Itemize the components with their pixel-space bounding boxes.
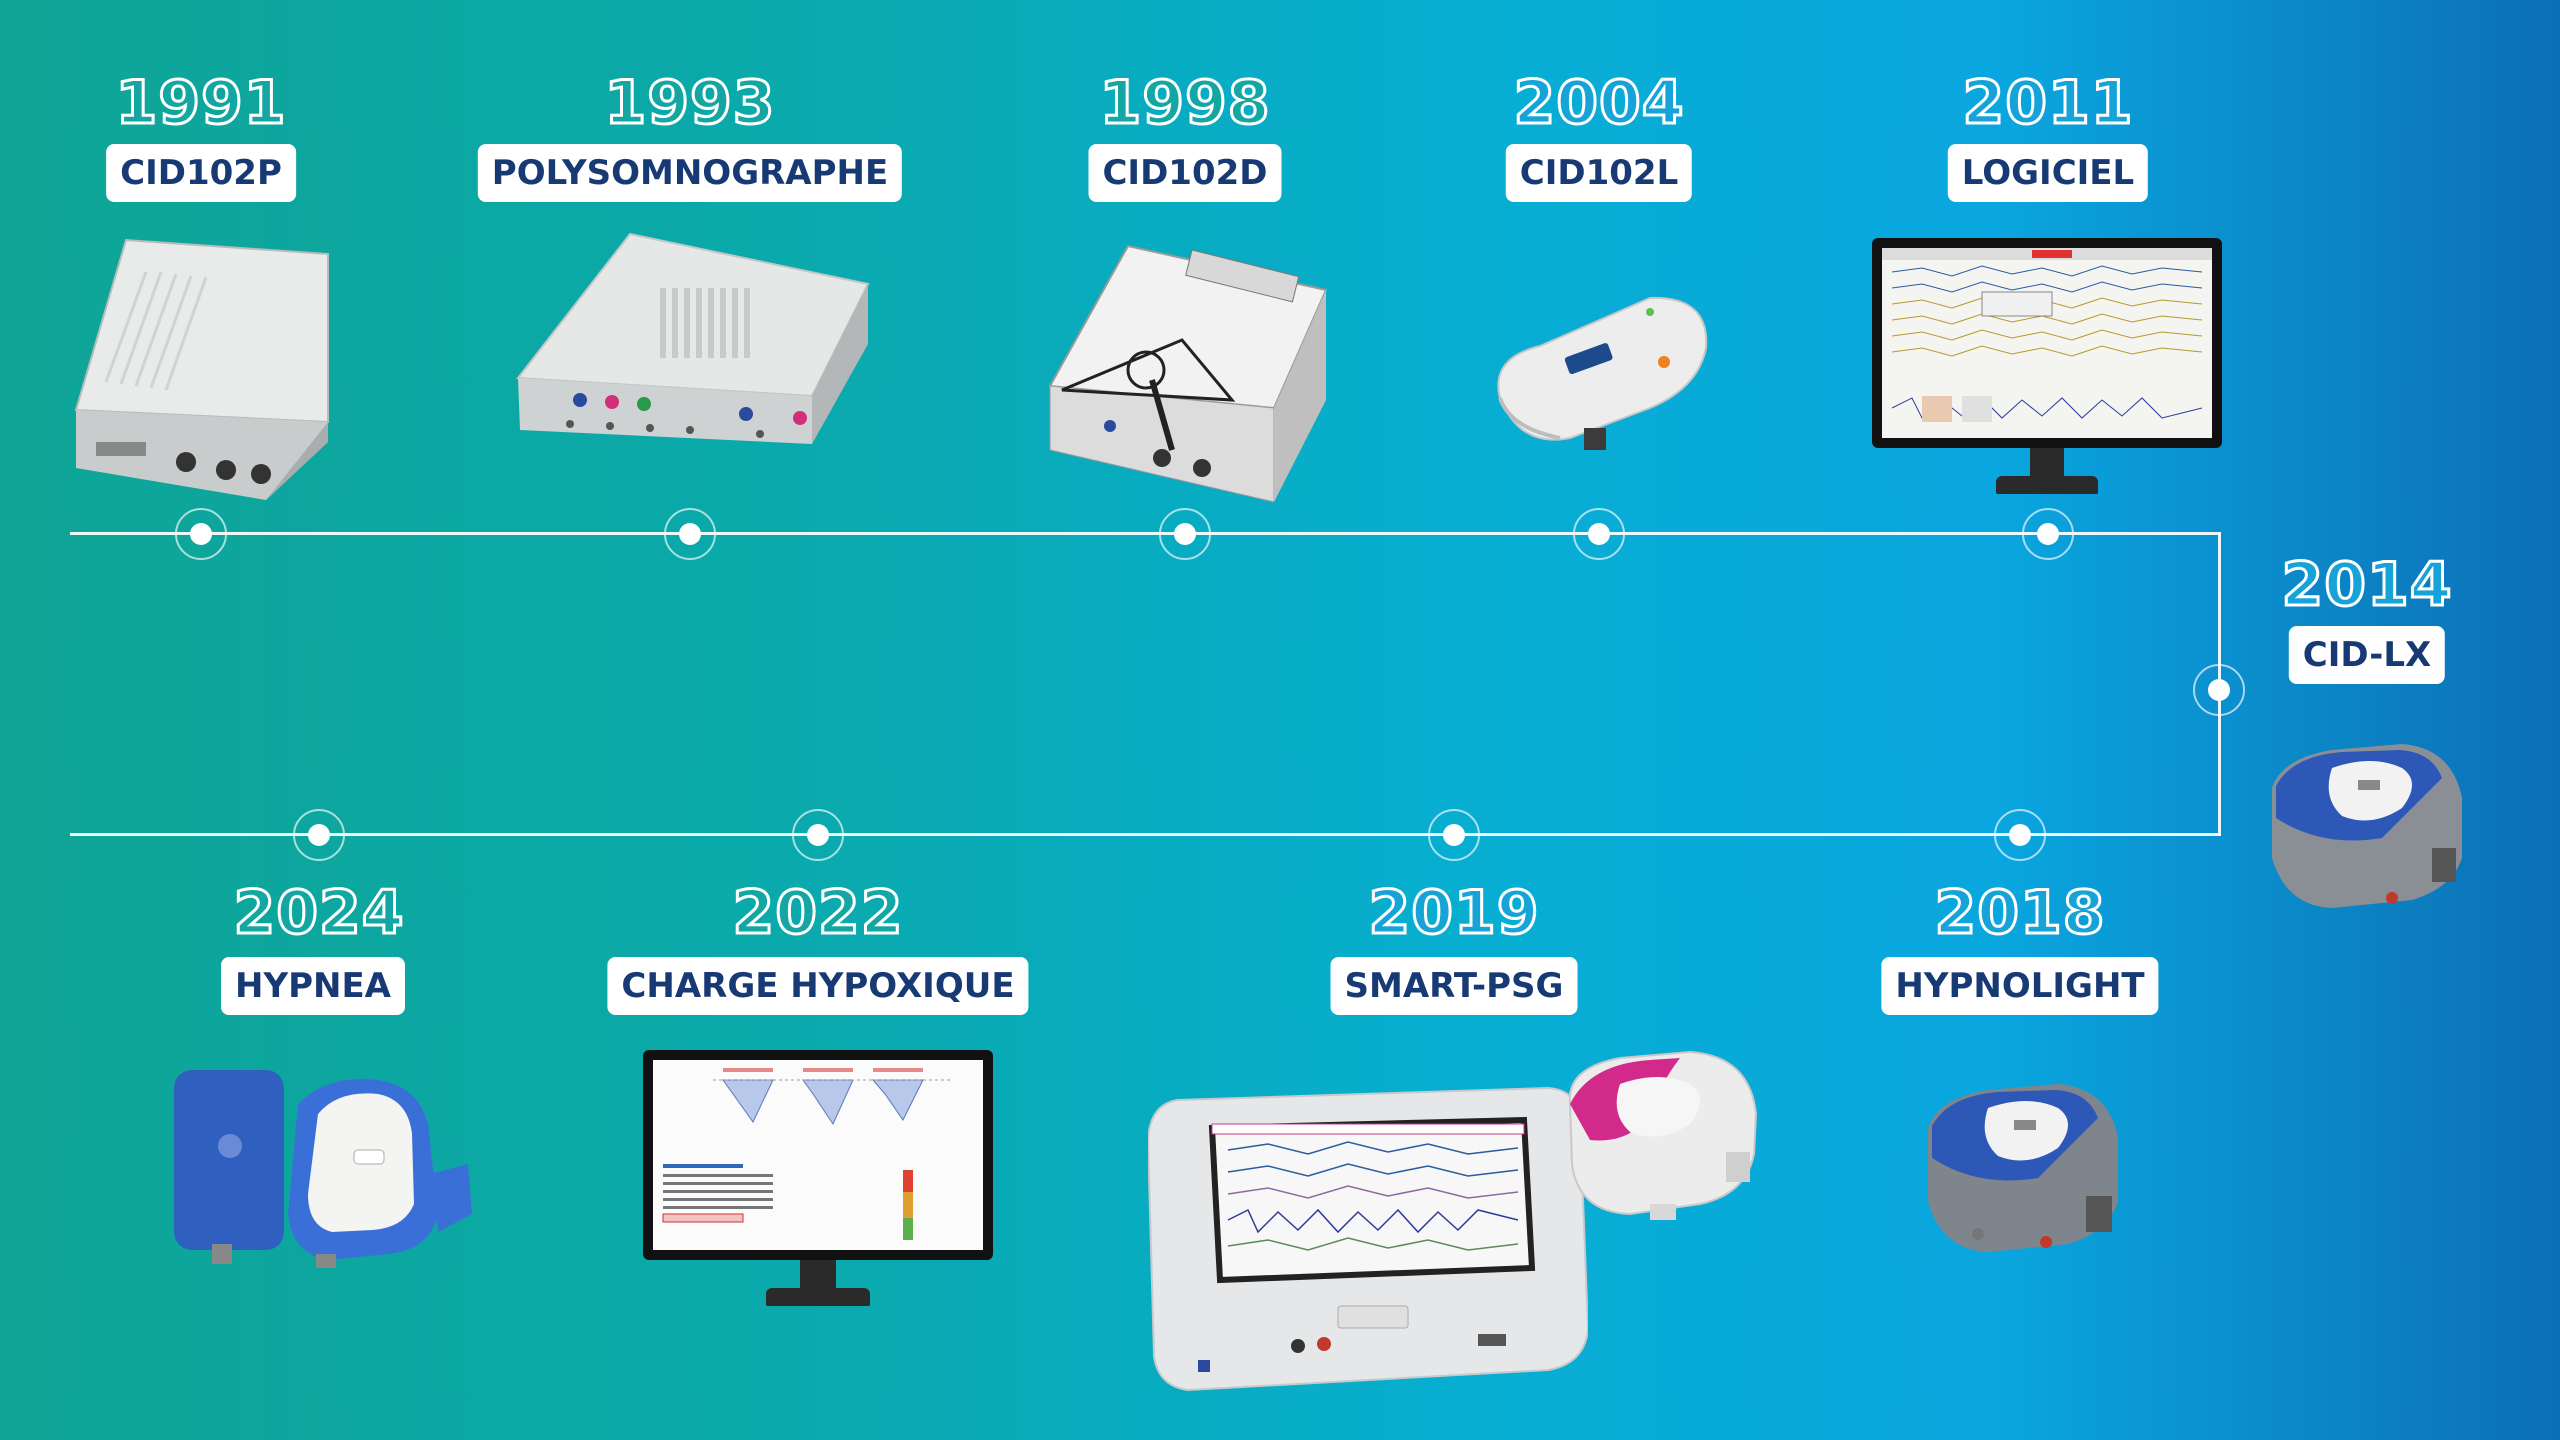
timeline-top-line	[70, 532, 2220, 535]
hypnea-device-icon	[174, 1070, 472, 1268]
year-2011: 2011	[1961, 68, 2134, 138]
year-2004: 2004	[1512, 68, 1685, 138]
cid-lx-device-icon	[2272, 744, 2462, 908]
timeline-node-2011	[2022, 508, 2074, 560]
label-smart-psg: SMART-PSG	[1330, 957, 1578, 1015]
year-2018: 2018	[1933, 878, 2106, 948]
year-2022: 2022	[731, 878, 904, 948]
grey-recorder-device-icon	[516, 232, 870, 444]
timeline-node-1998	[1159, 508, 1211, 560]
timeline-node-2014	[2193, 664, 2245, 716]
label-cid102l: CID102L	[1505, 144, 1693, 202]
timeline-node-2024	[293, 809, 345, 861]
label-polysomnographe: POLYSOMNOGRAPHE	[477, 144, 903, 202]
year-1998: 1998	[1098, 68, 1271, 138]
white-sensor-device-icon	[1497, 296, 1708, 450]
grey-box-device-icon	[74, 238, 329, 500]
portable-box-device-icon	[1048, 244, 1328, 503]
label-logiciel: LOGICIEL	[1947, 144, 2149, 202]
timeline-node-2022	[792, 809, 844, 861]
label-hypnolight: HYPNOLIGHT	[1881, 957, 2159, 1015]
label-charge-hypoxique: CHARGE HYPOXIQUE	[607, 957, 1029, 1015]
timeline-node-2004	[1573, 508, 1625, 560]
timeline-node-1993	[664, 508, 716, 560]
label-cid102d: CID102D	[1088, 144, 1282, 202]
hypnolight-device-icon	[1928, 1084, 2118, 1252]
timeline-bottom-line	[70, 833, 2221, 836]
timeline-node-2019	[1428, 809, 1480, 861]
year-2019: 2019	[1367, 878, 1540, 948]
year-1991: 1991	[114, 68, 287, 138]
label-hypnea: HYPNEA	[221, 957, 405, 1015]
smart-psg-sensor-icon	[1568, 1050, 1758, 1220]
timeline-node-2018	[1994, 809, 2046, 861]
year-1993: 1993	[603, 68, 776, 138]
year-2014: 2014	[2280, 550, 2453, 620]
year-2024: 2024	[232, 878, 405, 948]
label-cid102p: CID102P	[106, 144, 296, 202]
label-cid-lx: CID-LX	[2288, 626, 2446, 684]
timeline-node-1991	[175, 508, 227, 560]
smart-psg-tablet-icon	[1148, 1086, 1588, 1392]
